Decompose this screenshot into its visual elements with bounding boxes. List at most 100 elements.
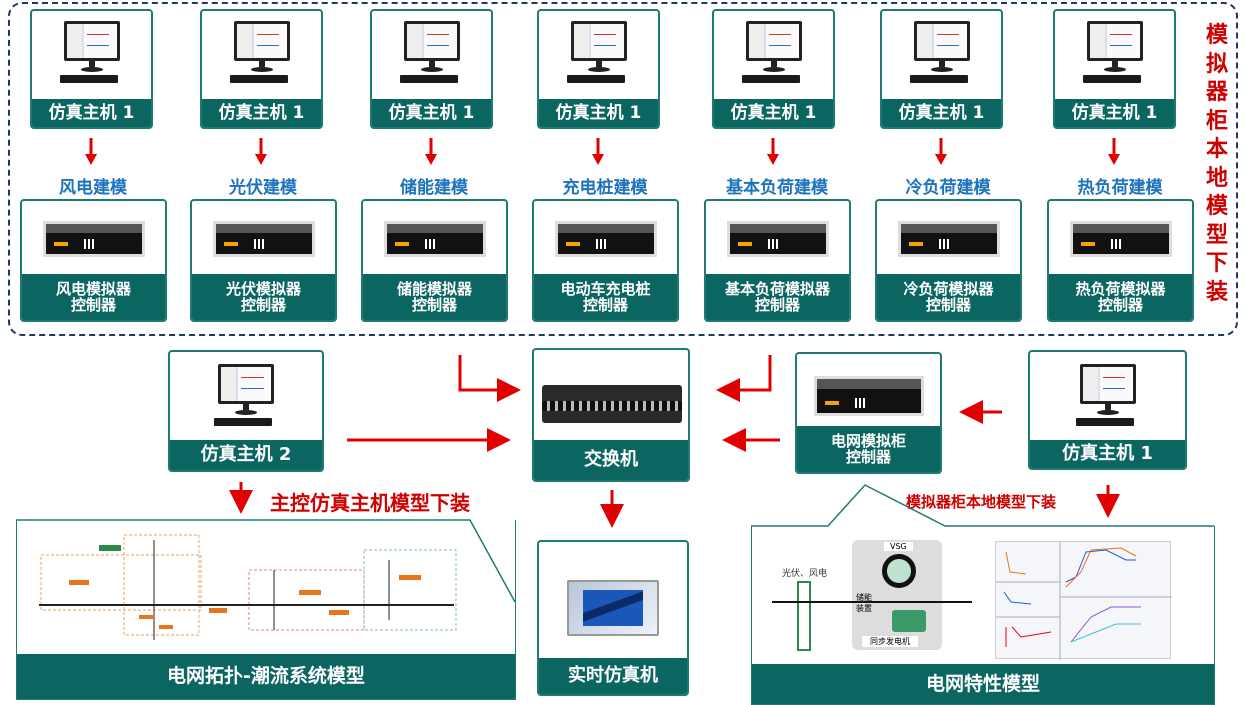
label-line: 热负荷模拟器	[1075, 279, 1166, 298]
controller-icon	[42, 221, 145, 257]
computer-icon	[741, 21, 802, 83]
modeling-label: 光伏建模	[229, 178, 297, 198]
label-line: 控制器	[70, 296, 116, 314]
host-label: 仿真主机 1	[372, 99, 491, 127]
computer-icon	[59, 21, 120, 83]
modeling-label: 冷负荷建模	[905, 178, 991, 198]
down-arrow-icon	[255, 138, 267, 165]
controller-icon	[554, 221, 657, 257]
controller-label: 热负荷模拟器控制器	[1049, 274, 1192, 320]
simulator-controller-card[interactable]: 基本负荷模拟器控制器	[704, 199, 851, 322]
switch-card[interactable]: 交换机	[532, 348, 690, 482]
label-line: 控制器	[845, 448, 891, 466]
down-arrow-icon	[85, 138, 97, 165]
modeling-label: 充电桩建模	[562, 178, 648, 198]
simulator-cabinet-group	[8, 2, 1238, 336]
host2-card[interactable]: 仿真主机 2	[168, 350, 324, 472]
label-line: 控制器	[754, 296, 800, 314]
modeling-label: 热负荷建模	[1077, 178, 1163, 198]
computer-icon	[1082, 21, 1143, 83]
host-label: 仿真主机 1	[32, 99, 151, 127]
switch-label: 交换机	[534, 440, 688, 480]
vsg-block: VSG 储能 装置 同步发电机	[852, 540, 942, 650]
arrow	[458, 355, 521, 402]
controller-icon	[212, 221, 315, 257]
modeling-label: 风电建模	[59, 178, 127, 198]
computer-icon	[229, 21, 290, 83]
controller-icon	[813, 376, 924, 416]
label-line: 控制器	[925, 296, 971, 314]
simulation-host-card[interactable]: 仿真主机 1	[537, 9, 660, 129]
topology-panel: 电网拓扑-潮流系统模型	[16, 520, 516, 700]
down-arrow-icon	[592, 138, 604, 165]
label-line: 电网模拟柜	[830, 431, 906, 450]
characteristics-label: 电网特性模型	[752, 664, 1214, 704]
host-label: 仿真主机 1	[539, 99, 658, 127]
server-icon	[567, 580, 659, 636]
realtime-simulator-card[interactable]: 实时仿真机	[537, 540, 689, 696]
arrow	[716, 355, 772, 402]
label-line: 电动车充电桩	[560, 279, 651, 298]
pv-panel-icon	[797, 581, 811, 651]
controller-label: 储能模拟器控制器	[363, 274, 506, 320]
label-line: 控制器	[411, 296, 457, 314]
controller-icon	[383, 221, 486, 257]
topology-diagram	[39, 534, 457, 640]
label-line: 储能模拟器	[396, 279, 472, 298]
controller-label: 风电模拟器控制器	[22, 274, 165, 320]
simulation-host-card[interactable]: 仿真主机 1	[200, 9, 323, 129]
down-arrow-icon	[1108, 138, 1120, 165]
pv-wind-label: 光伏、风电	[782, 569, 828, 579]
simulation-host-card[interactable]: 仿真主机 1	[712, 9, 835, 129]
controller-label: 电动车充电桩控制器	[534, 274, 677, 320]
simulator-controller-card[interactable]: 风电模拟器控制器	[20, 199, 167, 322]
computer-icon	[566, 21, 627, 83]
simulation-host-card[interactable]: 仿真主机 1	[30, 9, 153, 129]
waveform-screenshots	[995, 541, 1172, 660]
label-line: 光伏模拟器	[225, 279, 301, 298]
down-arrow-icon	[935, 138, 947, 165]
side-label: 模拟器柜本地模型下装	[1205, 23, 1228, 305]
computer-icon	[909, 21, 970, 83]
characteristics-panel: 光伏、风电 VSG 储能 装置 同步发电机 电网特性模型	[751, 526, 1215, 705]
simulator-controller-card[interactable]: 电动车充电桩控制器	[532, 199, 679, 322]
network-switch-icon	[542, 385, 682, 423]
host1-card[interactable]: 仿真主机 1	[1028, 350, 1187, 470]
simulation-host-card[interactable]: 仿真主机 1	[370, 9, 493, 129]
host-label: 仿真主机 1	[202, 99, 321, 127]
host-label: 仿真主机 1	[882, 99, 1001, 127]
simulation-host-card[interactable]: 仿真主机 1	[880, 9, 1003, 129]
controller-icon	[726, 221, 829, 257]
vsg-label: VSG	[884, 542, 913, 551]
controller-label: 冷负荷模拟器控制器	[877, 274, 1020, 320]
computer-icon	[1075, 364, 1136, 426]
modeling-label: 基本负荷建模	[726, 178, 828, 198]
callout-left-outline	[16, 519, 516, 603]
storage-label: 储能 装置	[856, 593, 872, 613]
simulator-controller-card[interactable]: 冷负荷模拟器控制器	[875, 199, 1022, 322]
sync-gen-label: 同步发电机	[862, 636, 918, 647]
motor-icon	[892, 610, 926, 632]
down-arrow-icon	[767, 138, 779, 165]
realtime-label: 实时仿真机	[539, 658, 687, 694]
grid-cabinet-card[interactable]: 电网模拟柜控制器	[795, 352, 942, 474]
local-download-label: 模拟器柜本地模型下装	[906, 493, 1057, 511]
modeling-label: 储能建模	[400, 178, 468, 198]
host2-label: 仿真主机 2	[170, 440, 322, 470]
host-label: 仿真主机 1	[1055, 99, 1174, 127]
controller-icon	[897, 221, 1000, 257]
host1-label: 仿真主机 1	[1030, 440, 1185, 468]
computer-icon	[399, 21, 460, 83]
topology-label: 电网拓扑-潮流系统模型	[17, 654, 515, 699]
label-line: 风电模拟器	[55, 279, 131, 298]
controller-label: 光伏模拟器控制器	[192, 274, 335, 320]
simulator-controller-card[interactable]: 光伏模拟器控制器	[190, 199, 337, 322]
label-line: 控制器	[240, 296, 286, 314]
simulator-controller-card[interactable]: 储能模拟器控制器	[361, 199, 508, 322]
simulator-controller-card[interactable]: 热负荷模拟器控制器	[1047, 199, 1194, 322]
controller-icon	[1069, 221, 1172, 257]
master-download-label: 主控仿真主机模型下装	[270, 491, 470, 515]
grid-cabinet-label: 电网模拟柜控制器	[797, 426, 940, 472]
simulation-host-card[interactable]: 仿真主机 1	[1053, 9, 1176, 129]
